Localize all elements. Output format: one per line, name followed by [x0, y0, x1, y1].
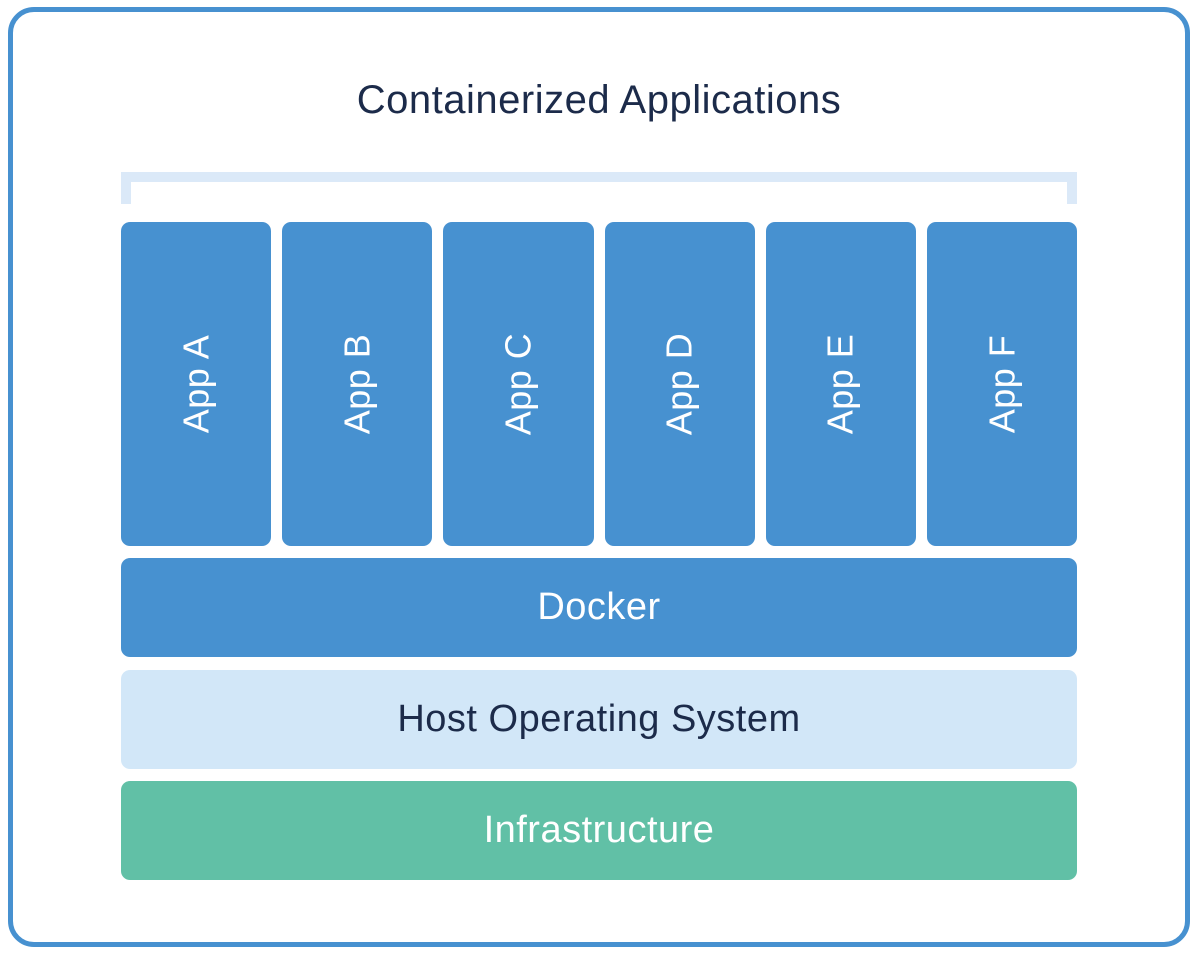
app-label-b: App B — [336, 333, 378, 435]
layer-host-os-label: Host Operating System — [397, 698, 801, 740]
app-box-e: App E — [765, 222, 916, 546]
app-label-d: App D — [658, 332, 700, 436]
diagram-title: Containerized Applications — [356, 78, 842, 122]
apps-row: App A App B App C App D App E App F — [121, 222, 1078, 546]
layer-docker-label: Docker — [537, 586, 661, 628]
app-box-b: App B — [282, 222, 433, 546]
app-label-c: App C — [497, 332, 539, 436]
app-label-e: App E — [819, 333, 861, 435]
app-box-f: App F — [926, 222, 1078, 546]
diagram-border-frame — [8, 7, 1190, 947]
app-label-f: App F — [980, 334, 1022, 434]
layer-infrastructure-label: Infrastructure — [483, 809, 715, 851]
app-box-c: App C — [443, 222, 594, 546]
layer-infrastructure: Infrastructure — [121, 781, 1077, 880]
layer-docker: Docker — [121, 558, 1077, 657]
app-label-a: App A — [175, 334, 217, 434]
app-box-a: App A — [121, 222, 272, 546]
layer-host-os: Host Operating System — [121, 670, 1077, 769]
containerized-apps-bracket — [121, 172, 1077, 204]
app-box-d: App D — [604, 222, 755, 546]
